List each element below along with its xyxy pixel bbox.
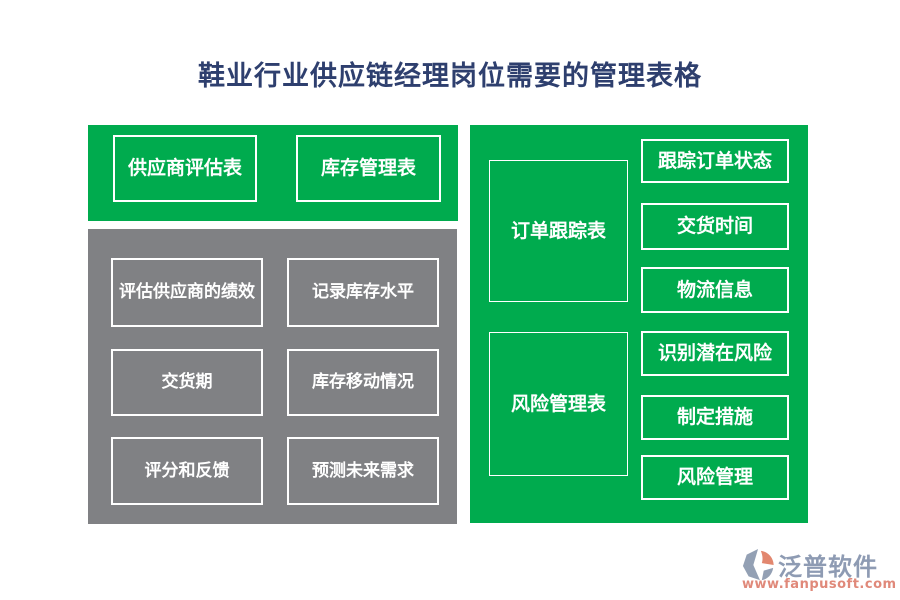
panel-tracking-and-risk: 订单跟踪表 跟踪订单状态 交货时间 物流信息 风险管理表 识别潜在风险 制定措施… — [470, 125, 808, 523]
button-forecast-future-demand[interactable]: 预测未来需求 — [287, 437, 439, 505]
button-track-order-status[interactable]: 跟踪订单状态 — [641, 139, 789, 183]
panel-table-details: 评估供应商的绩效 记录库存水平 交货期 库存移动情况 评分和反馈 预测未来需求 — [88, 229, 457, 524]
button-rating-and-feedback[interactable]: 评分和反馈 — [111, 437, 263, 505]
button-delivery-time[interactable]: 交货时间 — [641, 203, 789, 250]
panel-main-tables: 供应商评估表 库存管理表 — [88, 125, 458, 221]
button-formulate-measures[interactable]: 制定措施 — [641, 395, 789, 440]
button-identify-potential-risks[interactable]: 识别潜在风险 — [641, 331, 789, 376]
button-inventory-movement[interactable]: 库存移动情况 — [287, 349, 439, 416]
button-risk-management[interactable]: 风险管理 — [641, 455, 789, 500]
header-order-tracking-table[interactable]: 订单跟踪表 — [489, 160, 628, 302]
fanpu-logo-icon — [742, 548, 776, 582]
brand-name: 泛普软件 — [778, 553, 878, 581]
button-inventory-management-table[interactable]: 库存管理表 — [296, 135, 441, 202]
fanpu-logo[interactable]: 泛普软件 www.fanpusoft.com — [742, 547, 897, 592]
header-risk-management-table[interactable]: 风险管理表 — [489, 332, 628, 476]
page-title: 鞋业行业供应链经理岗位需要的管理表格 — [198, 61, 702, 92]
button-evaluate-supplier-performance[interactable]: 评估供应商的绩效 — [111, 258, 263, 327]
button-delivery-period[interactable]: 交货期 — [111, 349, 263, 416]
button-supplier-evaluation-table[interactable]: 供应商评估表 — [113, 135, 257, 202]
button-logistics-info[interactable]: 物流信息 — [641, 267, 789, 313]
website-url[interactable]: www.fanpusoft.com — [742, 577, 897, 592]
button-record-inventory-level[interactable]: 记录库存水平 — [287, 258, 439, 327]
